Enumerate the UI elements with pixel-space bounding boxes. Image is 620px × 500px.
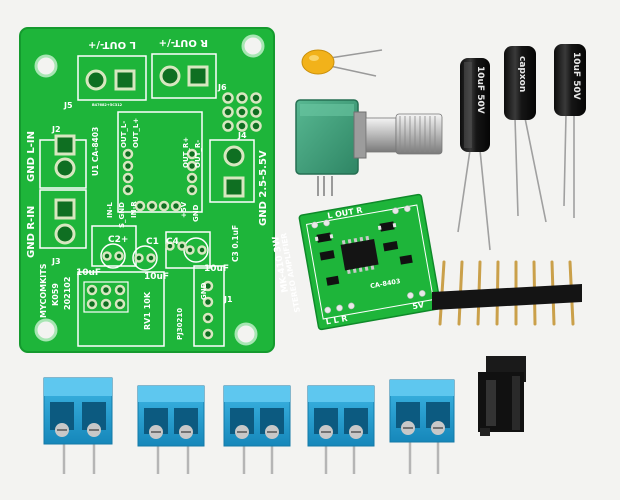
label-c1: C1	[146, 237, 159, 247]
j3-pads	[54, 198, 76, 245]
label-j3: J3	[51, 257, 61, 266]
label-j4: J4	[237, 131, 247, 140]
rv1-pads	[83, 281, 129, 313]
screw-terminal-1	[43, 377, 113, 474]
label-c4: C4	[166, 237, 179, 247]
mounting-hole	[241, 34, 265, 58]
label-gnd-supply: GND 2.5-5.5V	[258, 150, 269, 226]
amp-chip	[340, 238, 379, 271]
electrolytic-capacitor-3: 10uF 50V	[554, 44, 586, 218]
label-in-r: IN-R	[130, 201, 138, 218]
ceramic-capacitor	[301, 49, 383, 77]
maker-line-2: K059	[51, 283, 60, 306]
label-pj: PJ30210	[176, 308, 184, 340]
screw-terminal-2	[137, 385, 205, 474]
label-gnd: GND	[192, 204, 200, 222]
j6-header-pads	[222, 92, 262, 132]
u1-pads	[122, 148, 198, 212]
j1-pads	[202, 280, 214, 340]
rout-pads	[159, 65, 209, 87]
label-l-out: L OUT-/+	[88, 39, 136, 50]
label-j2: J2	[51, 125, 61, 134]
electrolytic-capacitor-2: capxon	[504, 46, 547, 223]
j4-pads	[223, 145, 245, 198]
cap-1-label: 10uF 50V	[475, 66, 485, 114]
tiny-text: B47682+5C312	[92, 103, 123, 107]
amplifier-module: L OUT R CA-8403 L L R 5V	[298, 193, 442, 331]
mounting-hole	[234, 322, 258, 346]
potentiometer	[295, 99, 443, 196]
cap-value-middle: 10uF	[144, 272, 169, 282]
maker-line-3: 202102	[63, 277, 72, 310]
main-pcb-board: L OUT-/+ R OUT-/+ J5 B47682+5C312 J6 J2 …	[19, 27, 275, 353]
label-s-gnd: S_GND	[118, 202, 126, 228]
label-out-l-plus: OUT_L+	[132, 118, 140, 148]
label-j5: J5	[63, 101, 73, 110]
j5-pads	[85, 69, 136, 91]
label-gnd-l-in: GND L-IN	[26, 131, 37, 182]
label-out-r-plus: OUT_R+	[182, 137, 190, 168]
cap-2-label: capxon	[517, 56, 527, 92]
label-in-l: IN-L	[106, 202, 114, 218]
label-out-r-minus: OUT_R-	[194, 140, 202, 168]
electrolytic-capacitor-1: 10uF 50V	[457, 58, 491, 251]
label-j6: J6	[217, 83, 227, 92]
label-gnd-r-in: GND R-IN	[26, 206, 37, 258]
label-r-out: R OUT-/+	[159, 37, 208, 48]
pin-header-strip	[432, 260, 582, 326]
label-c2: C2+	[108, 235, 128, 245]
cap-value-right: 10uF	[204, 264, 229, 274]
label-rv1: RV1 10K	[143, 291, 152, 330]
screw-terminal-4	[307, 385, 375, 474]
mounting-hole	[34, 54, 58, 78]
screw-terminal-3	[223, 385, 291, 474]
audio-jack	[478, 356, 526, 436]
screw-terminal-5	[389, 379, 455, 474]
mounting-hole	[34, 318, 58, 342]
label-gnd-small: GND	[200, 282, 208, 300]
label-u1: U1 CA-8403	[91, 127, 100, 176]
label-out-l-minus: OUT_L-	[120, 121, 128, 148]
amp-pins-bottom: L L R	[325, 314, 348, 327]
amp-5v: 5V	[412, 300, 426, 311]
cap-value-left: 10uF	[76, 268, 101, 278]
cap-footprints	[100, 237, 209, 271]
label-j1: J1	[223, 295, 233, 304]
label-5v: +5V	[180, 201, 188, 218]
label-c3: C3 0.1uF	[231, 225, 240, 262]
j2-pads	[54, 134, 76, 179]
maker-line-1: MYCOMKITS	[39, 263, 48, 318]
cap-3-label: 10uF 50V	[571, 52, 581, 100]
